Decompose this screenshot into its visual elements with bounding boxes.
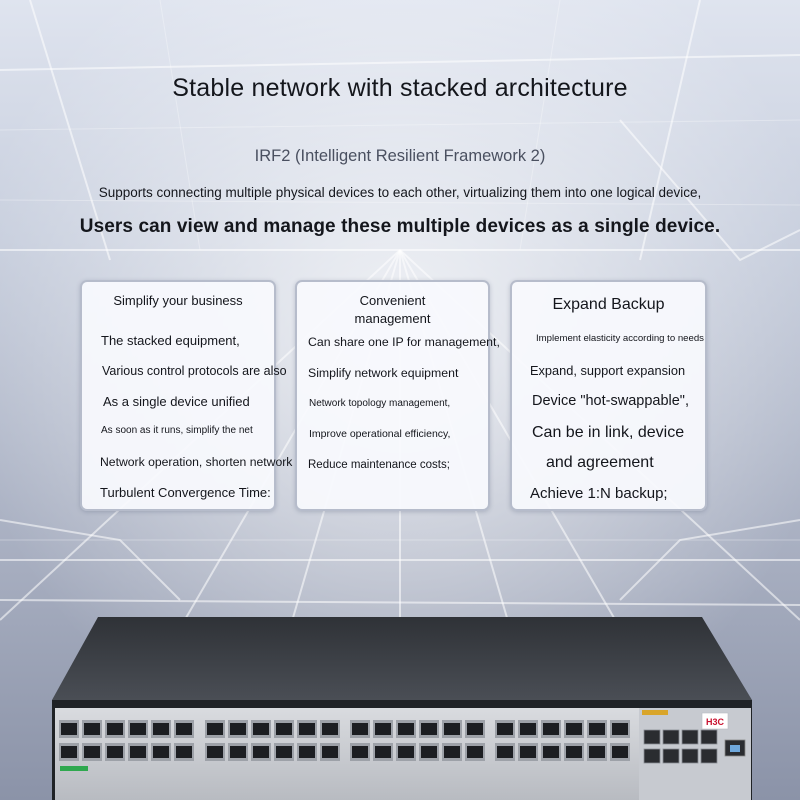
- card-line: Achieve 1:N backup;: [530, 485, 668, 502]
- green-label-strip: [60, 766, 88, 771]
- ethernet-port-jack: [276, 746, 292, 758]
- ethernet-port-jack: [153, 746, 169, 758]
- ethernet-port-jack: [467, 746, 483, 758]
- sfp-port: [662, 748, 680, 764]
- sfp-port: [700, 729, 718, 745]
- ethernet-port-jack: [520, 746, 536, 758]
- card-title: Simplify your business: [113, 293, 243, 308]
- ethernet-port-jack: [375, 723, 391, 735]
- ethernet-port-jack: [589, 746, 605, 758]
- sfp-port: [681, 729, 699, 745]
- card-line: Network topology management,: [309, 398, 451, 409]
- ethernet-port-jack: [84, 723, 100, 735]
- feature-card-convenient-management: Convenient management Can share one IP f…: [295, 280, 500, 511]
- card-title: Convenient management: [354, 293, 431, 326]
- feature-card-simplify-business: Simplify your business The stacked equip…: [80, 280, 292, 511]
- card-line: Device "hot-swappable",: [532, 393, 689, 409]
- ethernet-port-jack: [207, 746, 223, 758]
- ethernet-port-jack: [566, 723, 582, 735]
- ethernet-port-jack: [421, 746, 437, 758]
- ethernet-ports: [59, 720, 630, 761]
- ethernet-port-jack: [130, 723, 146, 735]
- network-switch-image: H3C: [52, 617, 752, 800]
- card-line: Can be in link, device: [532, 424, 685, 441]
- ethernet-port-jack: [520, 723, 536, 735]
- card-line: As soon as it runs, simplify the net: [101, 425, 253, 436]
- status-label-strip: [642, 710, 668, 715]
- card-line: The stacked equipment,: [101, 333, 240, 348]
- feature-card-expand-backup: Expand Backup Implement elasticity accor…: [510, 280, 707, 511]
- ethernet-port-jack: [153, 723, 169, 735]
- ethernet-port-jack: [176, 723, 192, 735]
- card-line: Implement elasticity according to needs: [536, 333, 704, 344]
- brand-logo: H3C: [701, 712, 729, 730]
- card-line: Reduce maintenance costs;: [308, 459, 450, 471]
- ethernet-port-jack: [107, 746, 123, 758]
- card-line: and agreement: [546, 454, 654, 471]
- ethernet-port-jack: [253, 723, 269, 735]
- page-subtitle: IRF2 (Intelligent Resilient Framework 2): [254, 147, 546, 165]
- page-title: Stable network with stacked architecture: [172, 74, 628, 102]
- ethernet-port-jack: [467, 723, 483, 735]
- ethernet-port-jack: [398, 723, 414, 735]
- ethernet-port-jack: [612, 746, 628, 758]
- ethernet-port-jack: [444, 723, 460, 735]
- sfp-ports: [643, 729, 718, 764]
- ethernet-port-jack: [299, 723, 315, 735]
- ethernet-port-jack: [61, 723, 77, 735]
- ethernet-port-jack: [176, 746, 192, 758]
- ethernet-port-jack: [61, 746, 77, 758]
- card-line: Various control protocols are also: [102, 364, 287, 378]
- ethernet-port-jack: [497, 723, 513, 735]
- ethernet-port-jack: [375, 746, 391, 758]
- ethernet-port-jack: [566, 746, 582, 758]
- sfp-port: [643, 748, 661, 764]
- sfp-port: [662, 729, 680, 745]
- ethernet-port-jack: [589, 723, 605, 735]
- description-line-2: Users can view and manage these multiple…: [79, 216, 721, 237]
- ethernet-port-jack: [421, 723, 437, 735]
- ethernet-port-jack: [230, 723, 246, 735]
- description-line-1: Supports connecting multiple physical de…: [98, 185, 702, 200]
- ethernet-port-jack: [352, 746, 368, 758]
- sfp-port: [643, 729, 661, 745]
- sfp-port: [700, 748, 718, 764]
- card-line: Network operation, shorten network: [100, 455, 293, 469]
- ethernet-port-jack: [352, 723, 368, 735]
- ethernet-port-jack: [84, 746, 100, 758]
- ethernet-port-jack: [322, 723, 338, 735]
- ethernet-port-jack: [230, 746, 246, 758]
- console-port-insert: [730, 745, 740, 752]
- ethernet-port-jack: [207, 723, 223, 735]
- ethernet-port-jack: [253, 746, 269, 758]
- ethernet-port-jack: [107, 723, 123, 735]
- card-line: Can share one IP for management,: [308, 335, 500, 349]
- card-title: Expand Backup: [552, 296, 665, 313]
- ethernet-port-jack: [299, 746, 315, 758]
- ethernet-port-jack: [497, 746, 513, 758]
- ethernet-port-jack: [612, 723, 628, 735]
- ethernet-port-jack: [398, 746, 414, 758]
- sfp-port: [681, 748, 699, 764]
- card-line: Improve operational efficiency,: [309, 428, 451, 440]
- ethernet-port-jack: [444, 746, 460, 758]
- card-line: Expand, support expansion: [530, 363, 686, 378]
- brand-text: H3C: [706, 717, 725, 727]
- card-line: Turbulent Convergence Time:: [100, 485, 271, 500]
- ethernet-port-jack: [543, 746, 559, 758]
- ethernet-port-jack: [276, 723, 292, 735]
- card-line: Simplify network equipment: [308, 366, 459, 380]
- ethernet-port-jack: [322, 746, 338, 758]
- card-line: As a single device unified: [103, 394, 250, 409]
- ethernet-port-jack: [130, 746, 146, 758]
- ethernet-port-jack: [543, 723, 559, 735]
